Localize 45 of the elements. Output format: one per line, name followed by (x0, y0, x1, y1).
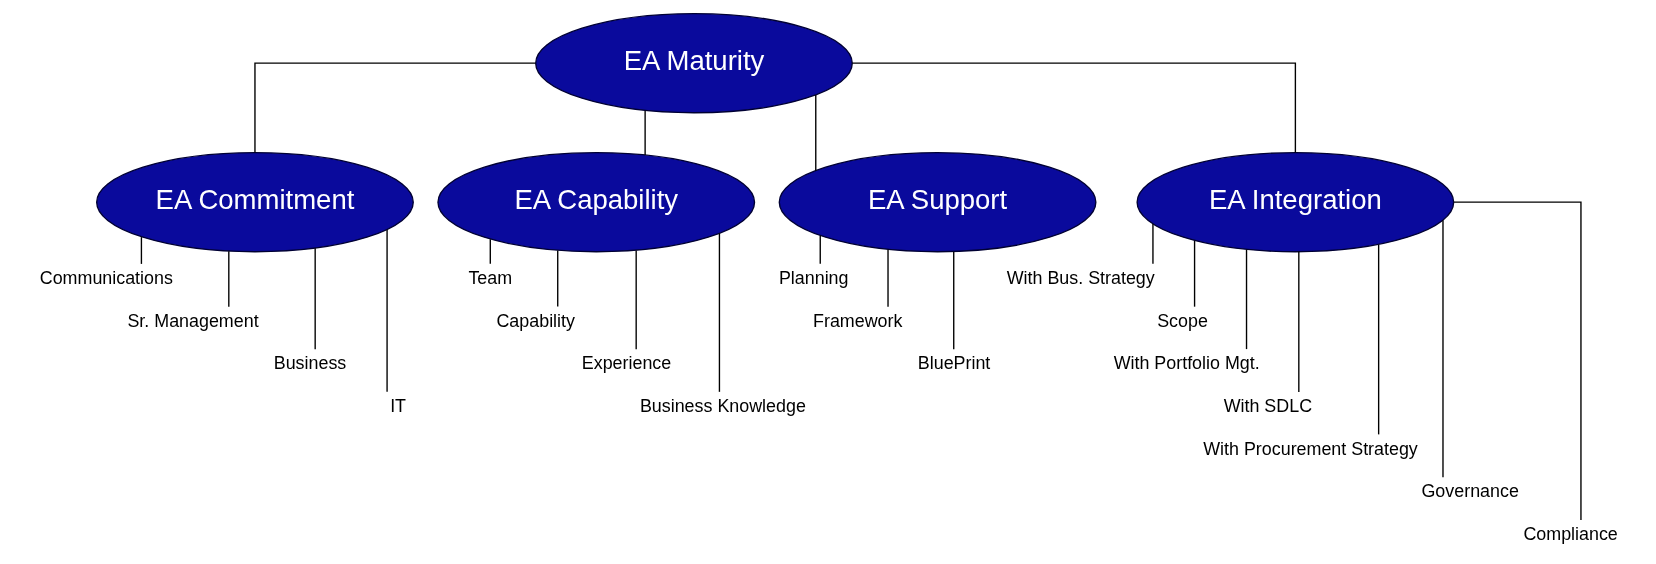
node-text: Experience (581, 353, 671, 374)
connector (814, 94, 816, 172)
node-text: With Procurement Strategy (1202, 438, 1418, 459)
node-text: Business Knowledge (639, 395, 806, 416)
node-text: Business (273, 353, 346, 374)
connector (952, 251, 954, 350)
connector (634, 249, 637, 350)
connector (643, 109, 646, 156)
node-text: With Bus. Strategy (1006, 267, 1155, 288)
connector (314, 247, 316, 350)
connector (1377, 244, 1379, 436)
connector (227, 250, 229, 308)
connector (886, 248, 889, 308)
connector (718, 232, 720, 393)
connector (140, 236, 142, 265)
node-text: Sr. Management (126, 310, 259, 331)
node-ellipse: EA Commitment (95, 151, 414, 253)
connector (1441, 219, 1444, 478)
node-text: Capability (495, 310, 575, 331)
node-text: Planning (778, 267, 848, 288)
connector (253, 62, 536, 154)
connector (489, 238, 491, 265)
connector (556, 249, 558, 308)
node-text: Framework (812, 310, 902, 331)
node-text: With SDLC (1223, 395, 1312, 416)
node-text: BluePrint (917, 353, 990, 374)
node-ellipse: EA Integration (1135, 151, 1454, 253)
connector (1245, 248, 1247, 350)
node-text: Governance (1420, 481, 1519, 502)
connector (1452, 201, 1582, 521)
connector (385, 229, 388, 393)
connector (1297, 251, 1299, 393)
node-text: With Portfolio Mgt. (1113, 353, 1260, 374)
node-text: Compliance (1522, 523, 1618, 544)
connector (819, 235, 821, 265)
node-ellipse: EA Capability (436, 151, 755, 253)
node-text: Scope (1156, 310, 1208, 331)
node-text: Communications (39, 267, 173, 288)
connector (1193, 240, 1195, 308)
node-ellipse: EA Maturity (534, 12, 853, 114)
node-text: Team (467, 267, 512, 288)
connector (1151, 223, 1154, 265)
connector (851, 62, 1296, 154)
node-ellipse: EA Support (778, 151, 1096, 253)
node-text: IT (389, 395, 406, 416)
